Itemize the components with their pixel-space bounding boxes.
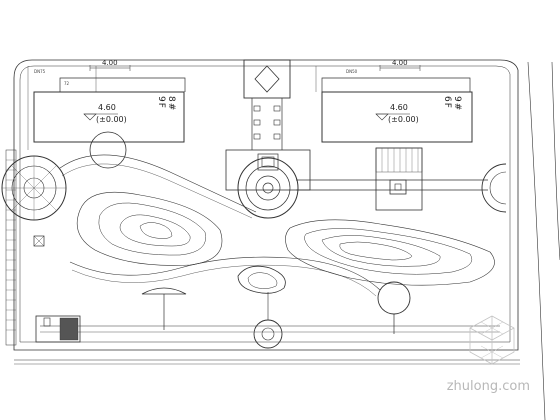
contour-lawn-2	[98, 202, 206, 256]
dimension-line-left	[89, 65, 131, 71]
pond	[237, 265, 286, 294]
fountain-inner	[255, 175, 281, 201]
square-marker-left	[33, 235, 45, 247]
right-pavilion-core	[389, 179, 407, 195]
site-boundary	[13, 59, 519, 351]
contour-lawn-4	[139, 222, 173, 239]
pergola-fan	[141, 287, 187, 295]
central-plaza-core	[261, 156, 275, 168]
building-8-top-dimension: 4.00	[102, 59, 118, 67]
contour-lawn-8	[339, 241, 413, 261]
west-entrance-hatch	[59, 317, 79, 341]
elevation-marker-left	[83, 113, 97, 121]
watermark-text: zhulong.com	[446, 379, 530, 394]
contour-lawn-6	[304, 228, 473, 275]
building-8-entrance	[59, 77, 186, 92]
building-9-number: 9#	[452, 96, 462, 112]
building-8-outline	[33, 91, 185, 143]
building-8-datum: (±0.00)	[96, 115, 127, 124]
east-semicircle	[481, 163, 507, 213]
fountain-mid	[245, 165, 291, 211]
small-label-dn50: DN50	[346, 69, 358, 74]
contour-lawn-1	[76, 191, 223, 266]
square-marker-cross-2	[33, 235, 45, 247]
road-edge	[551, 61, 560, 261]
west-plaza-spokes	[2, 156, 66, 220]
site-boundary-inner	[19, 65, 511, 343]
central-plaza-square	[225, 149, 311, 191]
contour-lawn-5	[285, 219, 495, 286]
building-8-number: 8#	[166, 96, 176, 112]
building-9-floors: 6F	[442, 96, 452, 109]
stream	[69, 256, 381, 291]
viewpoint-circle	[377, 281, 411, 315]
stream-2	[71, 264, 377, 297]
meander-path-1	[59, 154, 257, 213]
right-pavilion-hatch	[375, 147, 423, 173]
bottom-pavilion-inner	[261, 327, 275, 341]
small-label-72: 72	[64, 81, 70, 86]
building-8-elevation: 4.60	[98, 103, 116, 112]
elevation-marker-right	[375, 113, 389, 121]
contour-lawn-3	[119, 214, 191, 247]
fountain-outer	[237, 157, 299, 219]
road-curve	[527, 61, 546, 420]
building-9-elevation: 4.60	[390, 103, 408, 112]
meander-path-2	[61, 163, 253, 219]
west-entrance-block	[35, 315, 81, 343]
fountain-center	[262, 182, 274, 194]
building-9-datum: (±0.00)	[388, 115, 419, 124]
contour-lawn-7	[321, 235, 441, 267]
central-plaza-inner	[257, 153, 279, 171]
left-street-hatch	[6, 159, 16, 331]
dimension-line-right	[379, 65, 421, 71]
pavilion-hatch-lines	[381, 148, 419, 172]
building-9-top-dimension: 4.00	[392, 59, 408, 67]
small-label-dn75: DN75	[34, 69, 46, 74]
pond-inner	[247, 272, 278, 289]
right-pavilion-core-inner	[394, 183, 402, 191]
axis-lamp-posts	[253, 105, 281, 140]
bottom-pavilion	[253, 319, 283, 349]
left-street-strip	[5, 149, 17, 346]
west-entrance-post	[43, 317, 51, 327]
garden-circle	[89, 131, 127, 169]
east-semicircle-inner	[489, 171, 507, 205]
building-8-floors: 9F	[156, 96, 166, 109]
right-pavilion	[375, 147, 423, 211]
building-9-entrance	[321, 77, 471, 92]
building-9-outline	[321, 91, 473, 143]
entrance-gate	[243, 59, 291, 99]
entrance-diamond	[254, 65, 280, 93]
watermark-logo	[469, 315, 515, 365]
